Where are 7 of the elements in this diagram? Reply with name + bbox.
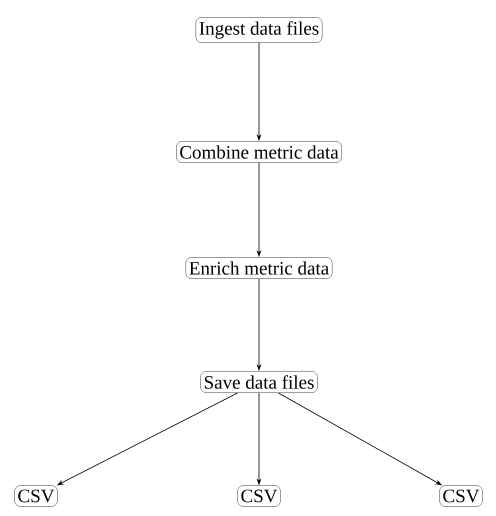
- process-box: Enrich metric data: [186, 257, 332, 279]
- process-box: Combine metric data: [176, 141, 342, 163]
- process-box: Ingest data files: [196, 17, 322, 43]
- process-box: CSV: [14, 485, 58, 507]
- process-box: Save data files: [200, 371, 318, 393]
- process-box: CSV: [439, 485, 483, 507]
- process-box: CSV: [237, 485, 281, 507]
